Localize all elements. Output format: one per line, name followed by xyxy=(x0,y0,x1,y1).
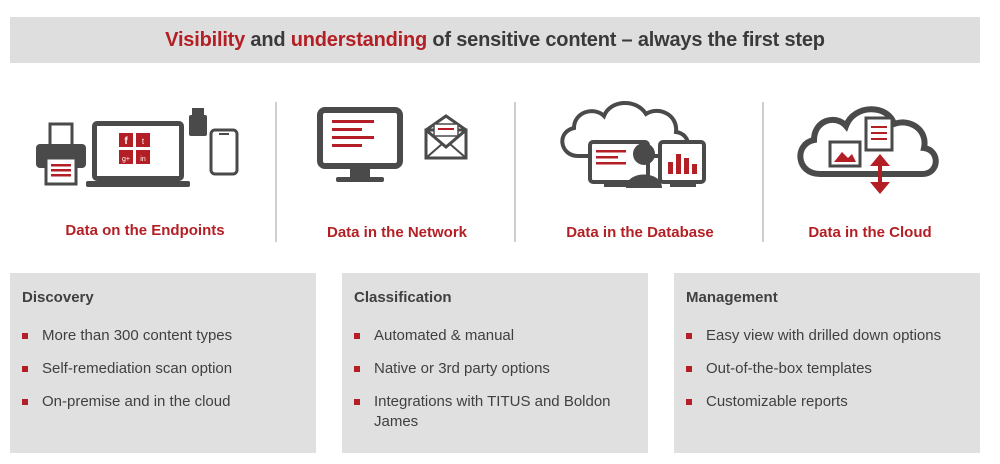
panel-management: Management Easy view with drilled down o… xyxy=(674,273,980,453)
banner-text-and: and xyxy=(245,28,291,51)
list-item-text: On-premise and in the cloud xyxy=(42,393,231,410)
bullet-icon xyxy=(22,366,28,372)
panel-discovery: Discovery More than 300 content types Se… xyxy=(10,273,316,453)
svg-text:in: in xyxy=(140,156,146,163)
bullet-icon xyxy=(354,399,360,405)
source-label-database: Data in the Database xyxy=(566,224,714,241)
svg-text:f: f xyxy=(124,136,128,147)
list-item-text: Automated & manual xyxy=(374,327,515,344)
list-item: Automated & manual xyxy=(354,326,634,346)
bullet-list: Easy view with drilled down options Out-… xyxy=(686,326,966,425)
panel-title: Management xyxy=(686,289,778,306)
divider-1 xyxy=(275,102,277,242)
list-item: Customizable reports xyxy=(686,392,966,412)
list-item-text: Integrations with TITUS and Boldon James xyxy=(374,393,611,430)
list-item: Easy view with drilled down options xyxy=(686,326,966,346)
banner-title: Visibility and understanding of sensitiv… xyxy=(165,29,825,52)
divider-2 xyxy=(514,102,516,242)
bullet-list: Automated & manual Native or 3rd party o… xyxy=(354,326,634,445)
svg-text:t: t xyxy=(142,137,145,146)
panel-classification: Classification Automated & manual Native… xyxy=(342,273,648,453)
panel-title: Classification xyxy=(354,289,452,306)
bullet-list: More than 300 content types Self-remedia… xyxy=(22,326,302,425)
source-network: Data in the Network xyxy=(292,92,502,252)
source-label-endpoints: Data on the Endpoints xyxy=(65,222,225,239)
bullet-icon xyxy=(22,333,28,339)
source-label-cloud: Data in the Cloud xyxy=(808,224,932,241)
source-endpoints: f t g+ in Data on the Endpoints xyxy=(30,92,260,252)
data-sources-row: f t g+ in Data on the Endpoints xyxy=(0,92,1000,252)
network-icon xyxy=(317,107,468,182)
list-item: Self-remediation scan option xyxy=(22,359,302,379)
panel-title: Discovery xyxy=(22,289,94,306)
endpoints-icon: f t g+ in xyxy=(36,108,239,187)
title-banner: Visibility and understanding of sensitiv… xyxy=(10,17,980,63)
banner-word-visibility: Visibility xyxy=(165,28,246,51)
list-item-text: More than 300 content types xyxy=(42,327,233,344)
list-item: Native or 3rd party options xyxy=(354,359,634,379)
svg-text:g+: g+ xyxy=(122,156,130,163)
divider-3 xyxy=(762,102,764,242)
list-item: On-premise and in the cloud xyxy=(22,392,302,412)
banner-word-understanding: understanding xyxy=(290,28,428,51)
source-cloud: Data in the Cloud xyxy=(780,92,960,252)
source-database: Data in the Database xyxy=(530,92,750,252)
banner-text-rest: of sensitive content – always the first … xyxy=(427,28,825,51)
bullet-icon xyxy=(686,366,692,372)
list-item: Integrations with TITUS and Boldon James xyxy=(354,392,634,432)
list-item-text: Easy view with drilled down options xyxy=(706,327,942,344)
list-item-text: Native or 3rd party options xyxy=(374,360,550,377)
list-item-text: Out-of-the-box templates xyxy=(706,360,872,377)
list-item: More than 300 content types xyxy=(22,326,302,346)
list-item-text: Customizable reports xyxy=(706,393,848,410)
source-label-network: Data in the Network xyxy=(326,224,468,241)
list-item: Out-of-the-box templates xyxy=(686,359,966,379)
bullet-icon xyxy=(686,333,692,339)
bullet-icon xyxy=(22,399,28,405)
bullet-icon xyxy=(354,333,360,339)
bullet-icon xyxy=(354,366,360,372)
cloud-icon xyxy=(797,106,939,194)
database-icon xyxy=(560,101,706,188)
list-item-text: Self-remediation scan option xyxy=(42,360,233,377)
bullet-icon xyxy=(686,399,692,405)
